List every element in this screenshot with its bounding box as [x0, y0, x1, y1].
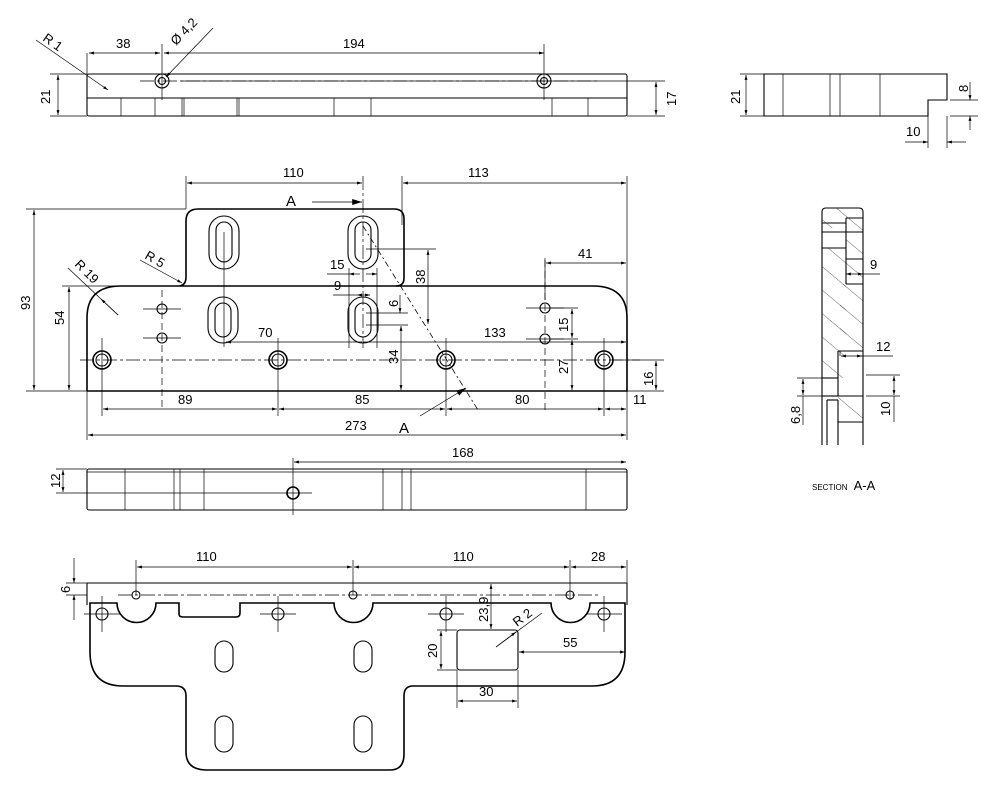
- section-title-prefix: SECTION: [812, 483, 848, 492]
- dim-counterbore-depth: 12: [876, 339, 890, 354]
- dim-slot-gap: 6: [386, 300, 401, 307]
- dim-pitch-2: 85: [355, 392, 369, 407]
- dim-radius-large: R 19: [72, 257, 102, 287]
- dim-height-right: 17: [664, 92, 679, 106]
- front-view-outline: [86, 208, 405, 391]
- dim-slot-width: 15: [330, 257, 344, 272]
- dim-hole-offset: 38: [116, 36, 130, 51]
- plan-slots: [214, 640, 373, 753]
- plus-holes: [84, 596, 622, 632]
- dim-holes-span: 133: [484, 325, 506, 340]
- dim-step-width: 10: [906, 124, 920, 139]
- dim-window-depth: 23,9: [476, 597, 491, 622]
- dim-corner-radius: R 1: [40, 30, 65, 54]
- dim-hole-from-right-168: 168: [452, 445, 474, 460]
- dim-hole-dia: Ø 4,2: [167, 15, 200, 48]
- dim-pitch-3: 80: [515, 392, 529, 407]
- dim-pitch-right: 110: [453, 549, 474, 564]
- dim-lower-height: 54: [52, 311, 67, 325]
- dim-radius-small: R 5: [143, 248, 168, 271]
- section-mark-a-bottom: A: [399, 420, 409, 437]
- dim-height-left: 21: [38, 90, 53, 104]
- dim-window-width: 30: [479, 684, 493, 699]
- dim-bottom-hole-height: 16: [641, 372, 656, 386]
- dim-window-to-edge: 55: [563, 635, 577, 650]
- dim-hole-pair-pitch: 15: [556, 318, 571, 332]
- section-title: SECTION A-A: [812, 477, 876, 494]
- dim-edge-offset: 6: [58, 586, 73, 593]
- section-cut-line: [362, 225, 479, 411]
- dim-center-to-right: 113: [468, 165, 489, 180]
- side-view-outline: [763, 73, 948, 117]
- bottom-view-outline: [86, 468, 628, 511]
- dim-slot-pos-y: 34: [386, 350, 401, 364]
- dim-upper-left-to-center: 110: [283, 165, 304, 180]
- dim-right-margin: 28: [591, 549, 605, 564]
- dim-pitch-1: 89: [178, 392, 192, 407]
- dim-slot-depth: 9: [870, 257, 877, 272]
- dim-window-radius: R 2: [510, 605, 535, 629]
- dim-overall-width: 273: [345, 418, 367, 433]
- dim-hole-pair-height: 27: [556, 360, 571, 374]
- rect-window: [456, 629, 519, 671]
- dim-window-height: 20: [425, 644, 440, 658]
- dim-side-height: 21: [728, 90, 743, 104]
- section-title-letters: A-A: [854, 478, 876, 493]
- dim-hole-from-right: 41: [578, 246, 592, 261]
- dim-slot-pos-x: 70: [258, 325, 272, 340]
- top-view-outline: [86, 73, 628, 117]
- dim-hole-dia-section: 6,8: [788, 406, 803, 424]
- dim-right-edge: 11: [633, 392, 647, 407]
- dim-step-height: 8: [956, 85, 971, 92]
- section-view: 9 12 6,8 10 SECTION A-A: [788, 207, 900, 494]
- slot: [207, 296, 239, 344]
- dim-counterbore-dia: 10: [878, 402, 893, 416]
- dim-thickness: 12: [48, 474, 63, 488]
- section-outline: [821, 207, 864, 445]
- dim-overall-height: 93: [18, 296, 33, 310]
- dim-hole-pitch: 194: [343, 36, 365, 51]
- section-mark-a-top: A: [286, 193, 296, 210]
- dim-slot-length: 38: [413, 270, 428, 284]
- dim-slot-inner-width: 9: [334, 278, 341, 293]
- bottom-view: 168 12: [48, 445, 628, 515]
- front-view: A A 110 113 93 54 R 19 R 5 15 9: [18, 165, 664, 440]
- dim-pitch-left: 110: [196, 549, 217, 564]
- top-view: 38 194 R 1 Ø 4,2 21 17: [35, 15, 679, 117]
- plan-view-outline: [89, 602, 626, 771]
- plan-view: 110 110 28 6 23,9 R 2 20 55 30: [58, 549, 628, 771]
- side-view: 21 8 10: [728, 73, 978, 148]
